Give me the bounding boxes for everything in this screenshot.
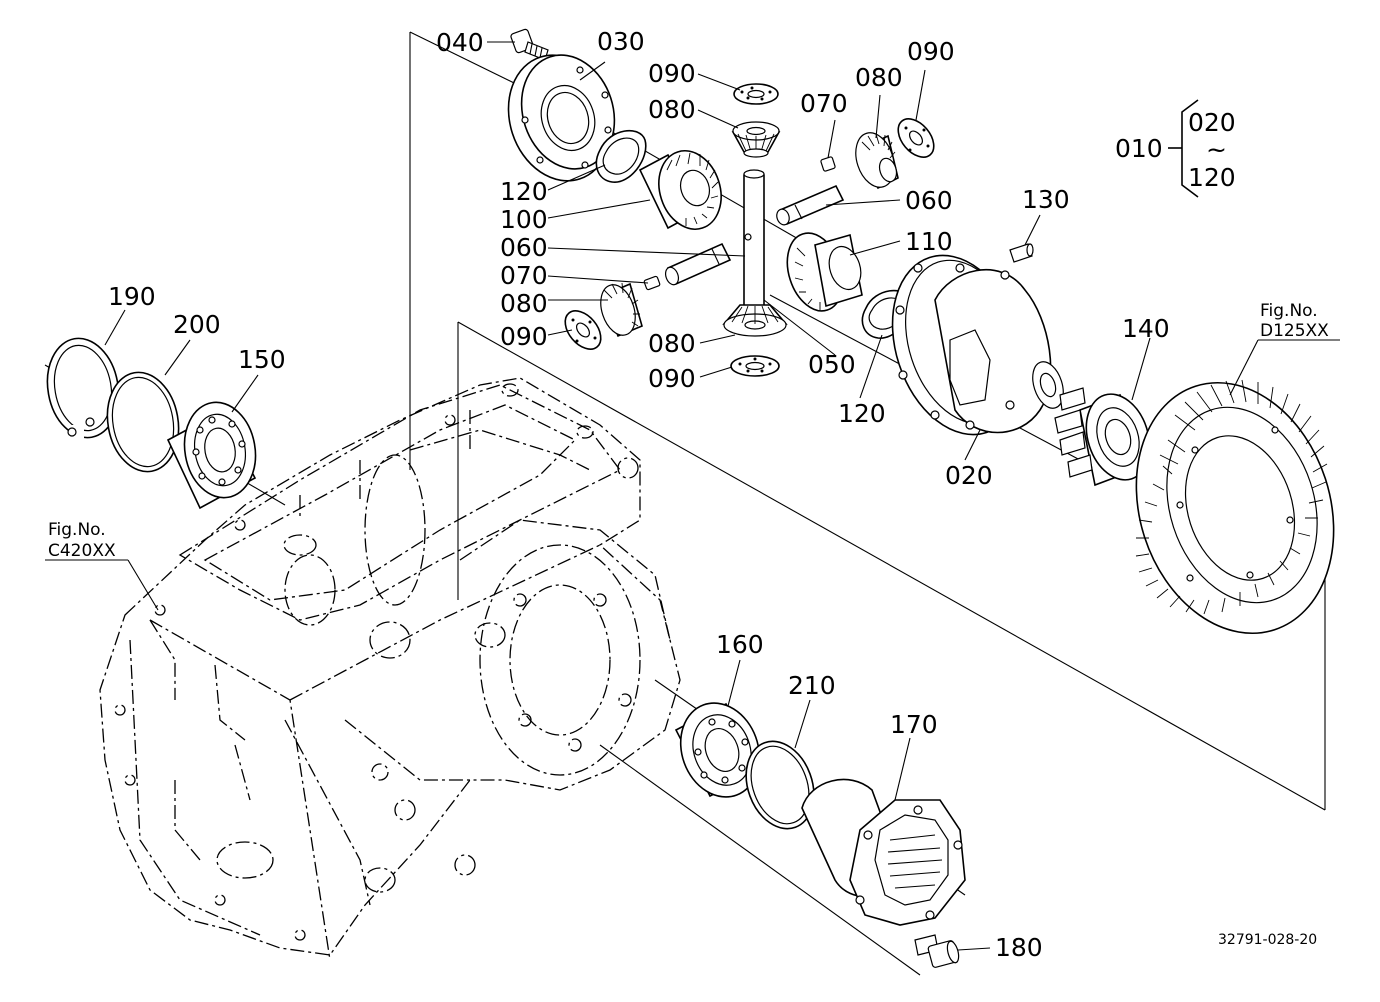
- part-060-shaft-upper: [776, 184, 845, 226]
- callout-190: 190: [108, 282, 156, 311]
- part-080-pinion-bottom: [722, 304, 788, 337]
- figref-right-label: Fig.No.: [1260, 301, 1318, 321]
- part-100-side-gear: [638, 150, 722, 230]
- part-180-bolt: [914, 934, 960, 968]
- figref-right-code: D125XX: [1260, 321, 1329, 341]
- part-090-washer-right: [897, 118, 935, 158]
- group-tilde: ~: [1206, 135, 1227, 164]
- part-080-pinion-left: [600, 282, 643, 338]
- part-050-pinion-shaft: [743, 169, 765, 323]
- callout-120: 120: [500, 177, 548, 206]
- callout-180: 180: [995, 933, 1043, 962]
- part-080-pinion-right: [855, 132, 899, 190]
- ring-gear: [1135, 379, 1335, 635]
- callout-060: 060: [500, 233, 548, 262]
- callout-060: 060: [905, 186, 953, 215]
- document-number: 32791-028-20: [1218, 932, 1317, 948]
- callout-040: 040: [436, 28, 484, 57]
- callout-050: 050: [808, 350, 856, 379]
- part-060-shaft-lower: [664, 242, 732, 286]
- figure-reference-left: Fig.No. C420XX: [48, 520, 116, 561]
- part-070-pin-upper: [820, 156, 836, 172]
- part-080-pinion-top: [731, 121, 781, 158]
- callout-080: 080: [855, 63, 903, 92]
- callout-110: 110: [905, 227, 953, 256]
- callout-130: 130: [1022, 185, 1070, 214]
- callout-150: 150: [238, 345, 286, 374]
- part-210-ring: [745, 740, 815, 830]
- callout-labels: 040 030 090 080 070 080 090 120 100 060 …: [108, 27, 1170, 962]
- part-170-cover: [801, 778, 966, 926]
- part-140-bearing: [1054, 387, 1151, 487]
- figref-left-label: Fig.No.: [48, 520, 106, 540]
- callout-120: 120: [838, 399, 886, 428]
- callout-210: 210: [788, 671, 836, 700]
- transmission-case: [99, 377, 681, 961]
- callout-080: 080: [648, 329, 696, 358]
- part-200-ring: [106, 371, 180, 473]
- leader-lines: [45, 41, 1340, 951]
- group-to: 120: [1188, 163, 1236, 192]
- group-bracket: [1168, 99, 1199, 198]
- callout-020: 020: [945, 461, 993, 490]
- part-150-bearing: [166, 401, 257, 510]
- part-090-washer-left: [564, 310, 602, 350]
- callout-140: 140: [1122, 314, 1170, 343]
- figure-reference-right: Fig.No. D125XX: [1260, 301, 1329, 341]
- callout-090: 090: [500, 322, 548, 351]
- callout-100: 100: [500, 205, 548, 234]
- part-040-bolt: [510, 28, 549, 61]
- part-030-cover: [507, 54, 616, 182]
- callout-090: 090: [907, 37, 955, 66]
- callout-170: 170: [890, 710, 938, 739]
- callout-160: 160: [716, 630, 764, 659]
- part-090-washer-top: [733, 83, 779, 105]
- group-label: 010 020 ~ 120: [1115, 108, 1236, 192]
- callout-090: 090: [648, 364, 696, 393]
- callout-090: 090: [648, 59, 696, 88]
- part-070-pin-lower: [643, 275, 661, 291]
- part-090-washer-bottom: [730, 355, 780, 377]
- callout-200: 200: [173, 310, 221, 339]
- part-120-shim-upper: [595, 129, 647, 183]
- group-parent: 010: [1115, 134, 1163, 163]
- figref-left-code: C420XX: [48, 541, 116, 561]
- part-110-side-gear: [786, 232, 863, 312]
- group-from: 020: [1188, 108, 1236, 137]
- part-020-differential-case: [891, 254, 1064, 436]
- callout-070: 070: [800, 89, 848, 118]
- callout-070: 070: [500, 261, 548, 290]
- callout-080: 080: [648, 95, 696, 124]
- part-130-pin: [1009, 243, 1034, 263]
- callout-030: 030: [597, 27, 645, 56]
- callout-080: 080: [500, 289, 548, 318]
- part-190-snap-ring: [46, 337, 120, 439]
- part-160-bearing: [674, 702, 762, 798]
